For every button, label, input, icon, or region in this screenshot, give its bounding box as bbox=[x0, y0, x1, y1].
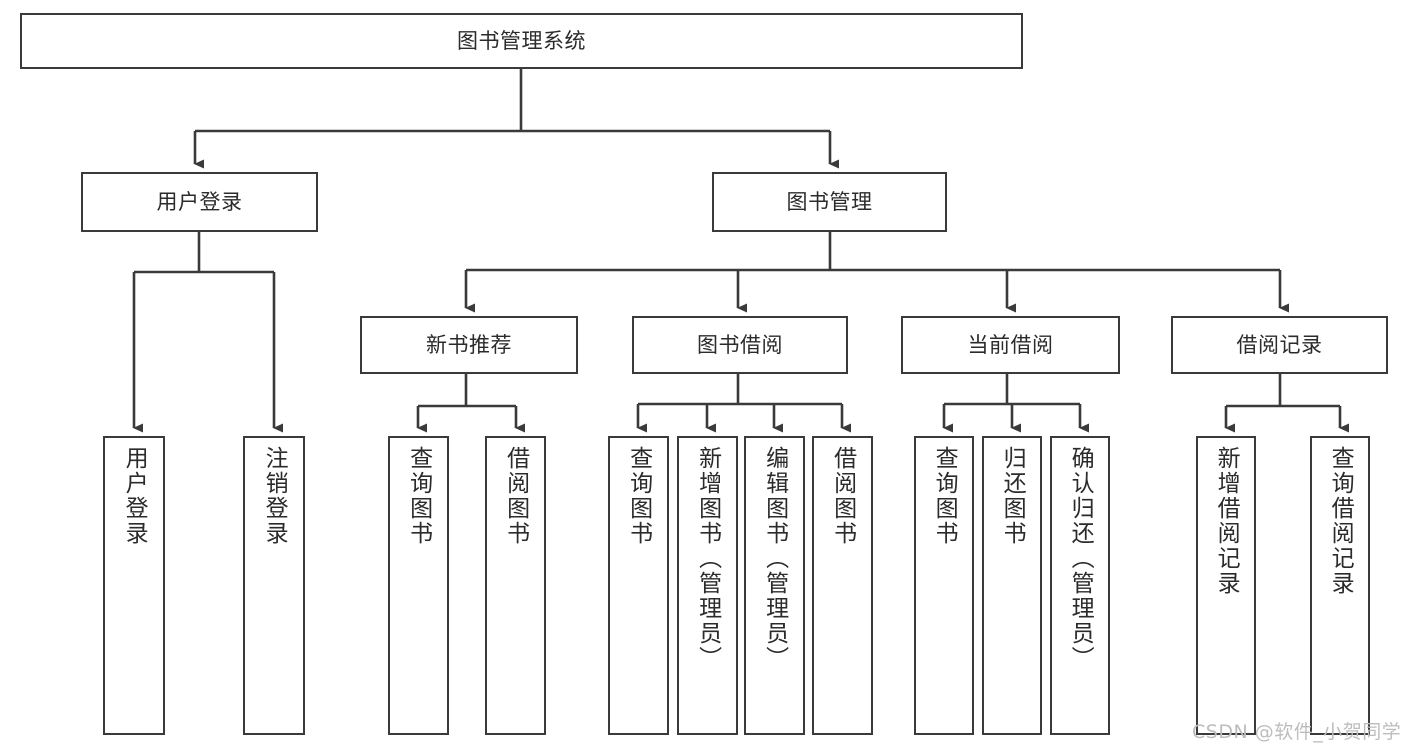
leaf-query-book-rec[interactable]: 查询图书 bbox=[388, 436, 449, 735]
leaf-logout-label: 注销登录 bbox=[261, 446, 288, 546]
node-root[interactable]: 图书管理系统 bbox=[20, 13, 1023, 69]
leaf-add-book-label: 新增图书（管理员） bbox=[694, 446, 721, 671]
node-borrow-record[interactable]: 借阅记录 bbox=[1171, 316, 1388, 374]
leaf-query-book-borrow[interactable]: 查询图书 bbox=[608, 436, 669, 735]
leaf-query-book-rec-label: 查询图书 bbox=[405, 446, 432, 546]
leaf-add-record[interactable]: 新增借阅记录 bbox=[1196, 436, 1256, 735]
leaf-query-record[interactable]: 查询借阅记录 bbox=[1310, 436, 1370, 735]
leaf-confirm-return-label: 确认归还（管理员） bbox=[1067, 446, 1094, 671]
leaf-query-book-cur[interactable]: 查询图书 bbox=[914, 436, 974, 735]
node-user-login-label: 用户登录 bbox=[156, 189, 243, 214]
node-book-manage-label: 图书管理 bbox=[786, 189, 873, 214]
node-borrow-record-label: 借阅记录 bbox=[1236, 332, 1323, 357]
leaf-add-book[interactable]: 新增图书（管理员） bbox=[677, 436, 738, 735]
leaf-query-book-cur-label: 查询图书 bbox=[931, 446, 958, 546]
leaf-borrow-book[interactable]: 借阅图书 bbox=[812, 436, 873, 735]
node-current-borrow-label: 当前借阅 bbox=[967, 332, 1054, 357]
leaf-add-record-label: 新增借阅记录 bbox=[1213, 446, 1240, 596]
leaf-query-book-borrow-label: 查询图书 bbox=[625, 446, 652, 546]
node-current-borrow[interactable]: 当前借阅 bbox=[901, 316, 1120, 374]
node-book-manage[interactable]: 图书管理 bbox=[712, 172, 947, 232]
leaf-edit-book-label: 编辑图书（管理员） bbox=[761, 446, 788, 671]
leaf-borrow-book-rec[interactable]: 借阅图书 bbox=[485, 436, 546, 735]
leaf-edit-book[interactable]: 编辑图书（管理员） bbox=[744, 436, 805, 735]
node-new-book-recommend[interactable]: 新书推荐 bbox=[360, 316, 578, 374]
node-user-login[interactable]: 用户登录 bbox=[81, 172, 318, 232]
node-root-label: 图书管理系统 bbox=[457, 28, 586, 53]
leaf-borrow-book-label: 借阅图书 bbox=[829, 446, 856, 546]
leaf-borrow-book-rec-label: 借阅图书 bbox=[502, 446, 529, 546]
leaf-return-book-label: 归还图书 bbox=[999, 446, 1026, 546]
leaf-user-login-label: 用户登录 bbox=[121, 446, 148, 546]
node-new-book-recommend-label: 新书推荐 bbox=[426, 332, 512, 357]
leaf-query-record-label: 查询借阅记录 bbox=[1327, 446, 1354, 596]
leaf-confirm-return[interactable]: 确认归还（管理员） bbox=[1050, 436, 1110, 735]
leaf-user-login[interactable]: 用户登录 bbox=[103, 436, 165, 735]
node-book-borrow-label: 图书借阅 bbox=[697, 332, 783, 357]
csdn-watermark: CSDN @软件_小贺同学 bbox=[1192, 721, 1402, 743]
leaf-logout[interactable]: 注销登录 bbox=[243, 436, 305, 735]
node-book-borrow[interactable]: 图书借阅 bbox=[632, 316, 848, 374]
leaf-return-book[interactable]: 归还图书 bbox=[982, 436, 1042, 735]
